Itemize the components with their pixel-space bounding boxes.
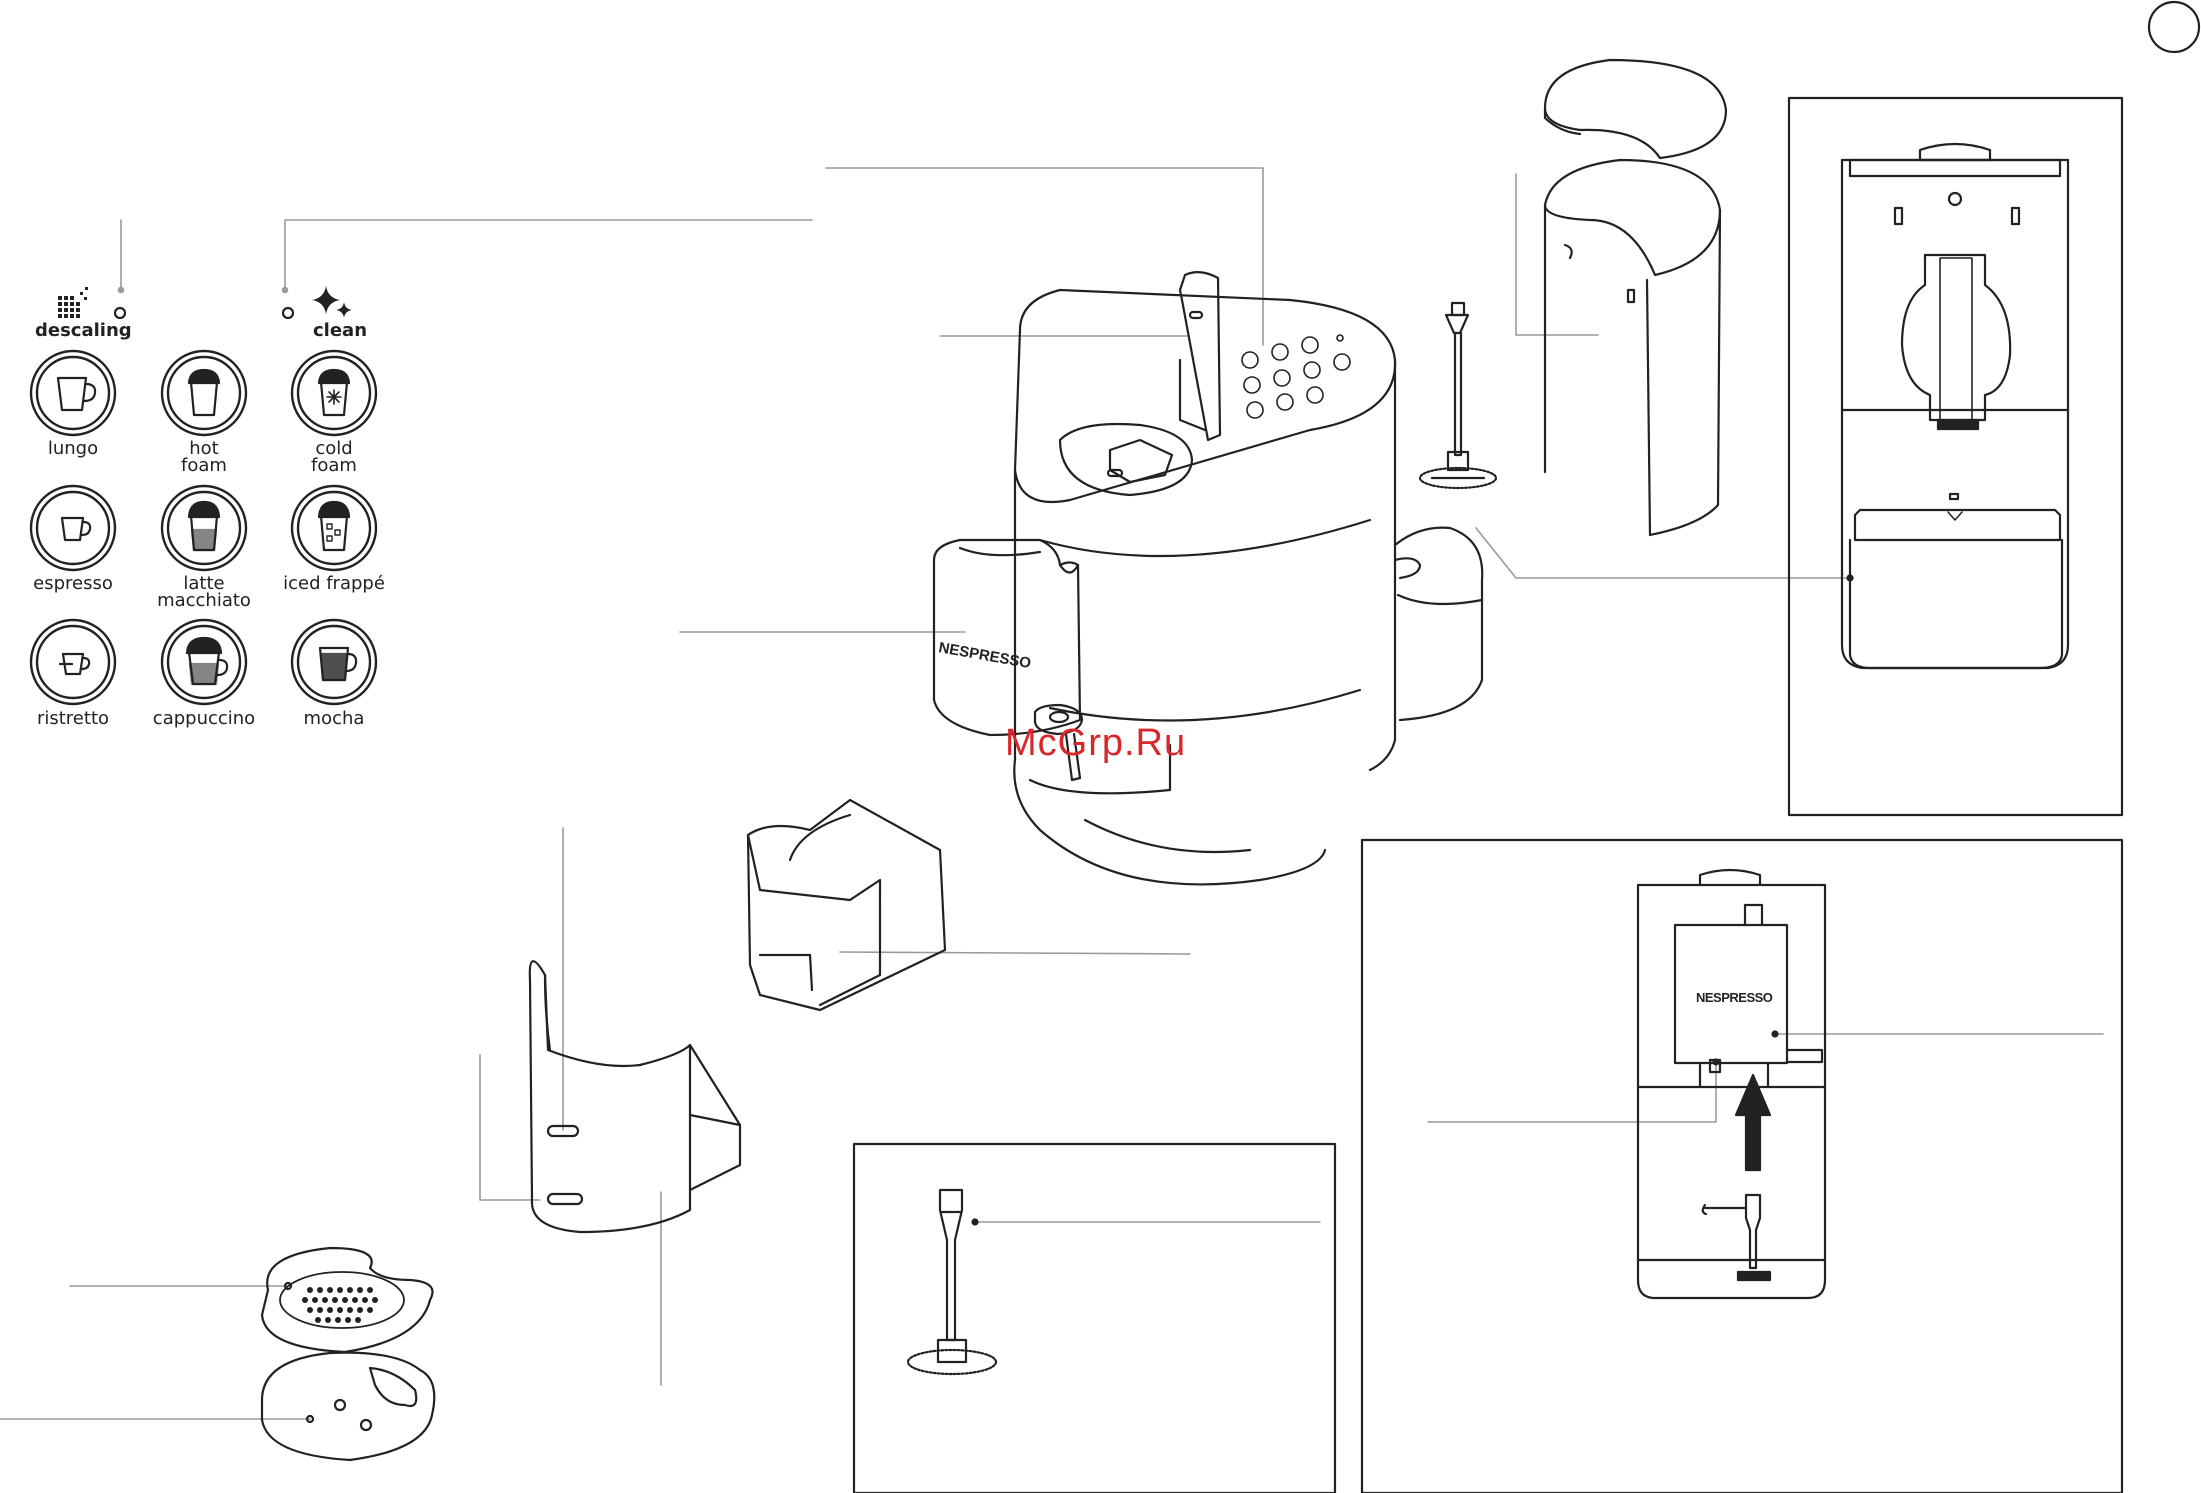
jug-brand-mark: NESPRESSO (937, 639, 1032, 672)
clean-label: clean (313, 320, 367, 341)
button-label-latte-macchiato: latte macchiato (144, 575, 264, 609)
watermark: McGrp.Ru (1005, 722, 1186, 765)
button-label-cappuccino: cappuccino (134, 710, 274, 727)
descaling-label: descaling (35, 320, 132, 341)
whisk-detail (908, 1190, 996, 1374)
indicator-icons (58, 286, 352, 318)
cappuccino-glass-icon (187, 638, 227, 684)
frame-cartridge-insert (1362, 840, 2122, 1493)
button-label-ristretto: ristretto (13, 710, 133, 727)
espresso-cup-icon (62, 518, 90, 540)
iced-frappe-glass-icon (319, 502, 349, 550)
button-label-mocha: mocha (274, 710, 394, 727)
lungo-cup-icon (58, 378, 95, 410)
button-label-cold-foam: cold foam (274, 440, 394, 474)
drip-tray (748, 800, 945, 1010)
drip-grid-and-base (262, 1248, 434, 1460)
button-label-hot-foam: hot foam (144, 440, 264, 474)
latte-macchiato-glass-icon (189, 502, 219, 550)
machine-front-view (1842, 144, 2068, 668)
page-number-circle (2149, 2, 2199, 52)
button-label-iced-frappe: iced frappé (274, 575, 394, 592)
button-label-lungo: lungo (13, 440, 133, 457)
hot-foam-glass-icon (189, 370, 219, 415)
cartridge-brand-mark: NESPRESSO (1696, 990, 1772, 1005)
button-label-espresso: espresso (13, 575, 133, 592)
water-tank (1545, 60, 1726, 535)
cold-foam-glass-icon (319, 370, 349, 415)
frame-whisk-detail (854, 1144, 1335, 1493)
machine-body (934, 272, 1482, 884)
machine-cartridge-view (1638, 870, 1825, 1298)
front-cover (530, 961, 740, 1232)
mocha-cup-icon (320, 648, 356, 680)
whisk-top (1420, 303, 1496, 488)
ristretto-cup-icon (60, 654, 89, 674)
